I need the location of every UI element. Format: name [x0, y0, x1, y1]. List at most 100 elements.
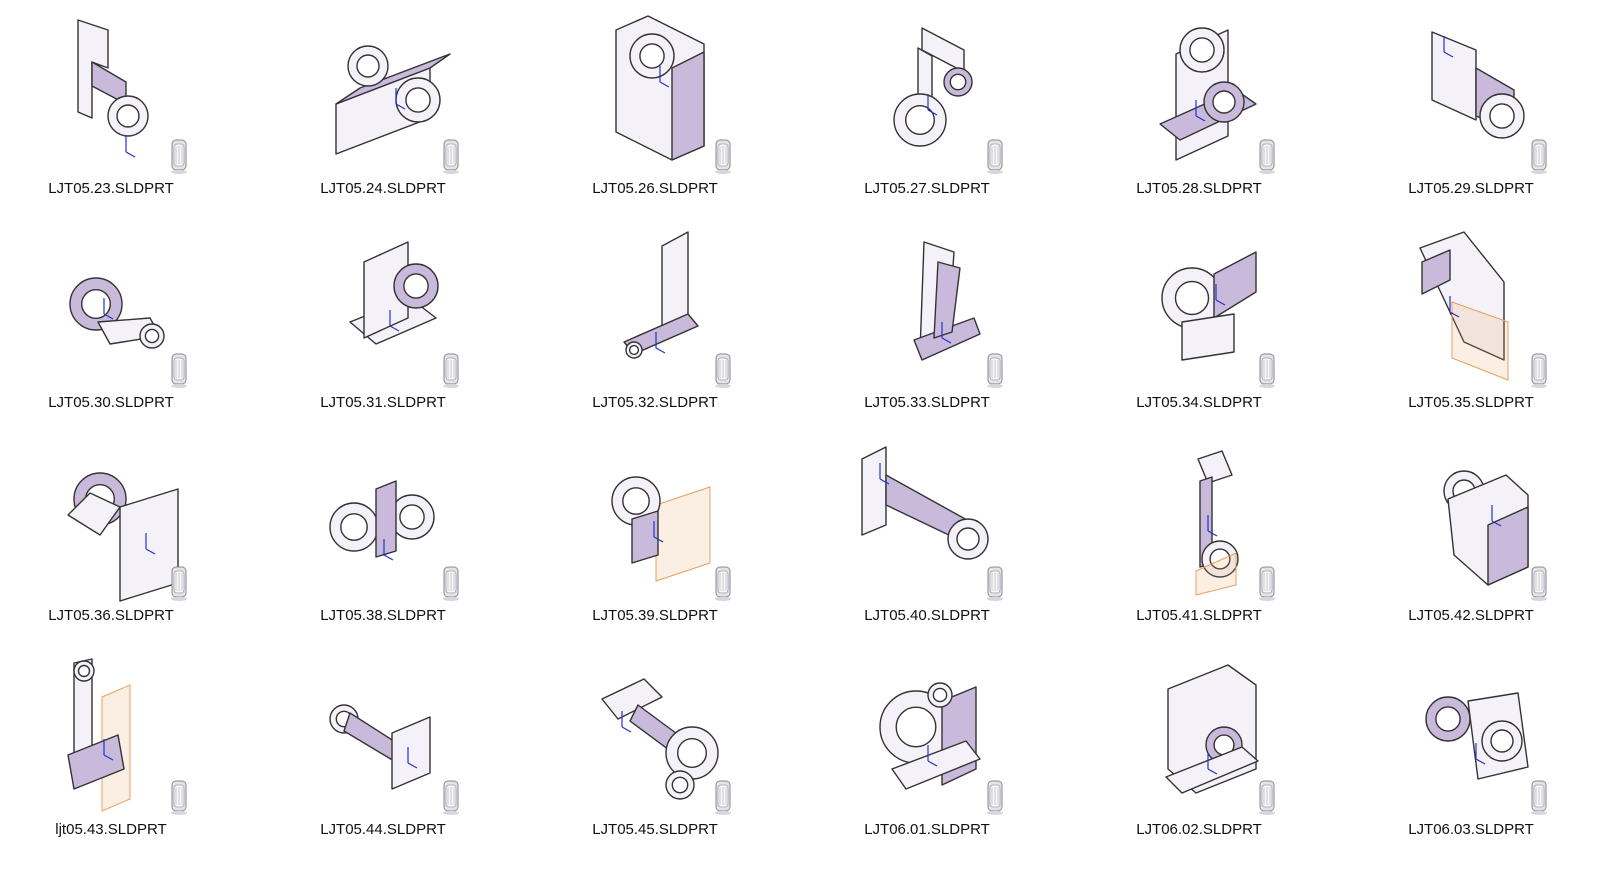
file-name: LJT06.01.SLDPRT — [864, 821, 990, 838]
solidworks-part-icon — [982, 777, 1008, 817]
part-shape — [1425, 692, 1529, 780]
solidworks-part-icon — [1526, 563, 1552, 603]
part-shape — [1419, 231, 1509, 381]
part-shape — [69, 277, 165, 349]
part-shape — [611, 476, 711, 582]
cad-part-thumbnail-icon — [280, 222, 476, 390]
file-name: LJT05.42.SLDPRT — [1408, 607, 1534, 624]
file-tile[interactable]: LJT05.27.SLDPRT — [816, 0, 1088, 214]
file-tile[interactable]: LJT05.45.SLDPRT — [544, 641, 816, 855]
part-shape — [329, 480, 435, 561]
file-tile[interactable]: LJT05.23.SLDPRT — [0, 0, 272, 214]
file-tile[interactable]: LJT05.28.SLDPRT — [1088, 0, 1360, 214]
file-name: LJT05.38.SLDPRT — [320, 607, 446, 624]
file-tile[interactable]: LJT05.35.SLDPRT — [1360, 214, 1615, 428]
file-name: LJT05.41.SLDPRT — [1136, 607, 1262, 624]
file-tile[interactable]: LJT05.29.SLDPRT — [1360, 0, 1615, 214]
file-name: LJT05.45.SLDPRT — [592, 821, 718, 838]
file-name: LJT05.40.SLDPRT — [864, 607, 990, 624]
file-tile[interactable]: LJT06.03.SLDPRT — [1360, 641, 1615, 855]
solidworks-part-icon — [1254, 777, 1280, 817]
file-name: LJT05.39.SLDPRT — [592, 607, 718, 624]
part-shape — [67, 658, 131, 812]
cad-part-thumbnail-icon — [1368, 222, 1564, 390]
solidworks-part-icon — [166, 136, 192, 176]
file-name: LJT05.35.SLDPRT — [1408, 394, 1534, 411]
file-tile[interactable]: LJT05.42.SLDPRT — [1360, 427, 1615, 641]
solidworks-part-icon — [166, 563, 192, 603]
solidworks-part-icon — [438, 350, 464, 390]
cad-part-thumbnail-icon — [824, 649, 1020, 817]
file-name: LJT05.26.SLDPRT — [592, 180, 718, 197]
solidworks-part-icon — [710, 350, 736, 390]
file-tile[interactable]: LJT05.32.SLDPRT — [544, 214, 816, 428]
cad-part-thumbnail-icon — [1096, 8, 1292, 176]
file-name: LJT05.36.SLDPRT — [48, 607, 174, 624]
cad-part-thumbnail-icon — [8, 222, 204, 390]
solidworks-part-icon — [1526, 777, 1552, 817]
cad-part-thumbnail-icon — [8, 8, 204, 176]
file-tile[interactable]: LJT05.36.SLDPRT — [0, 427, 272, 641]
solidworks-part-icon — [1526, 136, 1552, 176]
cad-part-thumbnail-icon — [552, 222, 748, 390]
file-name: LJT06.03.SLDPRT — [1408, 821, 1534, 838]
file-name: LJT05.29.SLDPRT — [1408, 180, 1534, 197]
solidworks-part-icon — [710, 777, 736, 817]
solidworks-part-icon — [982, 563, 1008, 603]
file-tile[interactable]: LJT05.33.SLDPRT — [816, 214, 1088, 428]
part-shape — [1159, 27, 1257, 161]
file-tile[interactable]: LJT05.26.SLDPRT — [544, 0, 816, 214]
file-tile[interactable]: LJT06.02.SLDPRT — [1088, 641, 1360, 855]
cad-part-thumbnail-icon — [280, 649, 476, 817]
part-shape — [1165, 664, 1259, 794]
file-name: ljt05.43.SLDPRT — [55, 821, 167, 838]
file-tile[interactable]: LJT05.44.SLDPRT — [272, 641, 544, 855]
part-shape — [1431, 31, 1525, 139]
cad-part-thumbnail-icon — [824, 8, 1020, 176]
file-tile[interactable]: ljt05.43.SLDPRT — [0, 641, 272, 855]
solidworks-part-icon — [1254, 136, 1280, 176]
file-tile[interactable]: LJT05.24.SLDPRT — [272, 0, 544, 214]
solidworks-part-icon — [166, 350, 192, 390]
file-tile[interactable]: LJT05.40.SLDPRT — [816, 427, 1088, 641]
cad-part-thumbnail-icon — [1096, 222, 1292, 390]
file-name: LJT05.24.SLDPRT — [320, 180, 446, 197]
part-shape — [67, 472, 179, 602]
file-tile[interactable]: LJT05.39.SLDPRT — [544, 427, 816, 641]
solidworks-part-icon — [438, 136, 464, 176]
cad-part-thumbnail-icon — [8, 435, 204, 603]
solidworks-part-icon — [710, 136, 736, 176]
file-tile[interactable]: LJT05.31.SLDPRT — [272, 214, 544, 428]
file-name: LJT05.28.SLDPRT — [1136, 180, 1262, 197]
solidworks-part-icon — [982, 350, 1008, 390]
part-shape — [1161, 251, 1257, 361]
file-name: LJT05.27.SLDPRT — [864, 180, 990, 197]
part-shape — [623, 231, 699, 359]
part-shape — [1443, 470, 1529, 586]
solidworks-part-icon — [166, 777, 192, 817]
cad-part-thumbnail-icon — [280, 435, 476, 603]
cad-part-thumbnail-icon — [1096, 435, 1292, 603]
part-shape — [601, 678, 719, 800]
solidworks-part-icon — [438, 777, 464, 817]
part-shape — [349, 241, 439, 345]
file-name: LJT06.02.SLDPRT — [1136, 821, 1262, 838]
part-shape — [335, 45, 451, 155]
file-tile[interactable]: LJT06.01.SLDPRT — [816, 641, 1088, 855]
cad-part-thumbnail-icon — [280, 8, 476, 176]
solidworks-part-icon — [982, 136, 1008, 176]
cad-part-thumbnail-icon — [552, 8, 748, 176]
file-tile[interactable]: LJT05.38.SLDPRT — [272, 427, 544, 641]
cad-part-thumbnail-icon — [824, 222, 1020, 390]
file-tile[interactable]: LJT05.30.SLDPRT — [0, 214, 272, 428]
solidworks-part-icon — [1254, 563, 1280, 603]
part-shape — [77, 19, 149, 158]
solidworks-part-icon — [710, 563, 736, 603]
file-tile[interactable]: LJT05.41.SLDPRT — [1088, 427, 1360, 641]
file-tile[interactable]: LJT05.34.SLDPRT — [1088, 214, 1360, 428]
part-shape — [879, 682, 981, 790]
cad-part-thumbnail-icon — [552, 649, 748, 817]
file-name: LJT05.31.SLDPRT — [320, 394, 446, 411]
part-shape — [1195, 450, 1239, 596]
cad-part-thumbnail-icon — [1096, 649, 1292, 817]
